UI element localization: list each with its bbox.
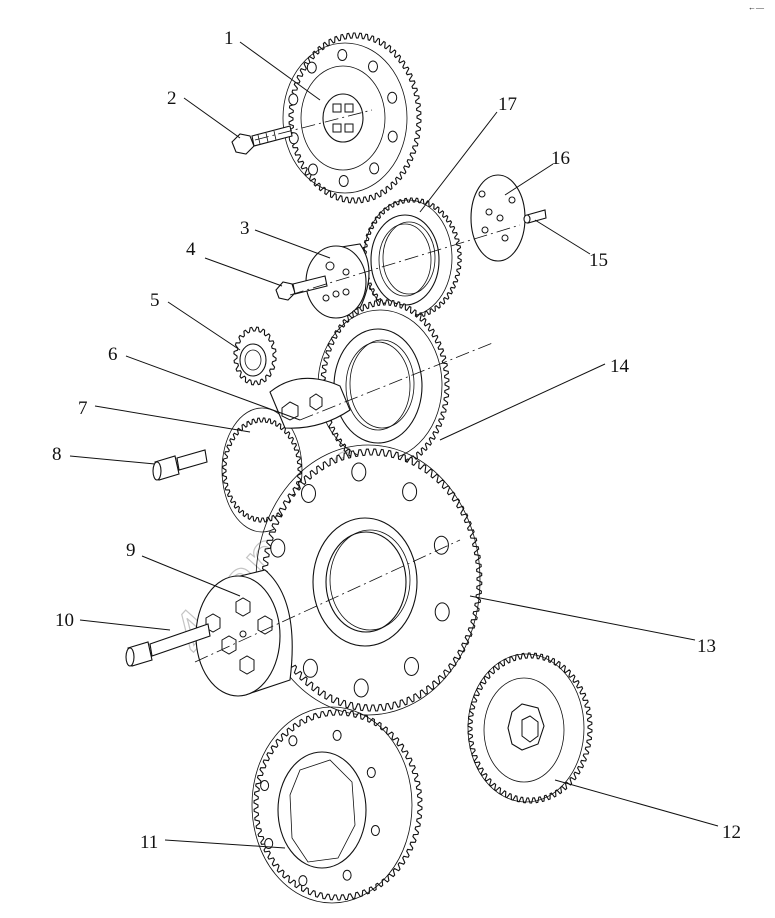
gear-web-hole <box>302 658 318 678</box>
gear-web-hole <box>369 162 380 175</box>
gear-web-hole <box>338 175 349 187</box>
bolt-part-2 <box>231 125 293 155</box>
gear-web-hole <box>288 735 298 747</box>
gear-web-hole <box>260 780 270 791</box>
callout-2: 2 <box>167 88 177 109</box>
callout-5: 5 <box>150 290 160 311</box>
callout-10: 10 <box>55 610 74 631</box>
gear-web-hole <box>353 678 369 698</box>
gear-web-hole <box>387 130 398 143</box>
callout-labels: 1 2 3 4 5 6 7 8 9 10 11 12 13 14 15 16 1… <box>52 28 741 853</box>
gear-web-hole <box>404 657 419 676</box>
gear-web-hole <box>332 729 342 741</box>
pin-part-15 <box>523 209 547 224</box>
bolt-part-8 <box>152 449 208 481</box>
gear-web-hole <box>351 462 367 482</box>
callout-14: 14 <box>610 356 630 377</box>
gear-web-hole <box>387 91 398 104</box>
callout-7: 7 <box>78 398 88 419</box>
callout-13: 13 <box>697 636 716 657</box>
gear-web-hole <box>306 61 317 74</box>
leader-lines <box>69 41 719 849</box>
gear-part-5 <box>233 326 277 386</box>
gear-part-13 <box>255 444 483 716</box>
gear-part-12 <box>467 652 593 804</box>
corner-mark: ←— <box>748 3 765 12</box>
bolt-part-4 <box>275 275 328 301</box>
plate-part-6 <box>269 377 351 429</box>
callout-9: 9 <box>126 540 136 561</box>
callout-4: 4 <box>186 239 196 260</box>
gear-web-hole <box>298 875 308 887</box>
hub-part-9 <box>195 569 293 697</box>
gear-part-7 <box>221 407 303 533</box>
gear-web-hole <box>337 49 348 61</box>
callout-6: 6 <box>108 344 118 365</box>
gear-web-hole <box>270 538 286 558</box>
gear-part-14 <box>317 299 450 471</box>
callout-12: 12 <box>722 822 741 843</box>
gear-web-hole <box>370 825 380 836</box>
callout-17: 17 <box>498 94 517 115</box>
gear-web-hole <box>402 482 418 502</box>
gear-web-hole <box>308 163 318 176</box>
gear-web-hole <box>301 484 316 503</box>
callout-15: 15 <box>589 250 608 271</box>
thrust-plate-part-16 <box>470 174 526 262</box>
callout-16: 16 <box>551 148 570 169</box>
gear-web-hole <box>288 93 299 106</box>
hub-part-3 <box>305 243 370 319</box>
gear-web-hole <box>433 535 449 555</box>
callout-8: 8 <box>52 444 62 465</box>
callout-11: 11 <box>140 832 158 853</box>
callout-3: 3 <box>240 218 250 239</box>
gear-part-1 <box>282 32 422 204</box>
gear-web-hole <box>366 767 376 778</box>
gear-web-hole <box>264 838 274 849</box>
center-lines <box>194 109 521 663</box>
gear-part-11 <box>251 706 423 904</box>
callout-1: 1 <box>224 28 234 49</box>
bolt-part-10 <box>125 623 211 667</box>
gear-web-hole <box>434 602 450 622</box>
gear-web-hole <box>342 869 352 881</box>
gear-web-hole <box>368 60 378 73</box>
